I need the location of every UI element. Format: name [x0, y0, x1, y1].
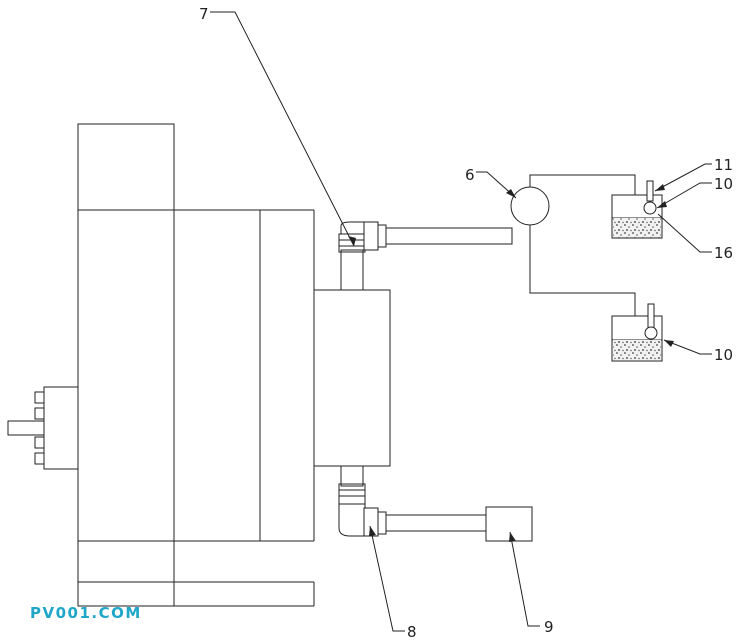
lower-tank: [611, 303, 663, 362]
label-10-upper: 10: [714, 175, 733, 193]
pump-circle: [510, 186, 550, 226]
shaft-flange: [7, 386, 79, 470]
label-16: 16: [714, 244, 733, 262]
pump-tank-pipes: [529, 174, 636, 316]
label-7: 7: [199, 5, 209, 23]
label-11: 11: [714, 156, 733, 174]
label-10-lower: 10: [714, 346, 733, 364]
main-housing: [77, 123, 315, 607]
upper-tank: [611, 180, 663, 239]
lower-elbow-fitting: [338, 465, 487, 537]
leader-lines: [210, 11, 712, 632]
label-8: 8: [407, 623, 417, 640]
upper-elbow-fitting: [338, 221, 513, 291]
label-6: 6: [465, 166, 475, 184]
watermark-text: PV001.COM: [30, 604, 142, 622]
box-part-9: [485, 506, 533, 542]
label-9: 9: [544, 618, 554, 636]
inner-chamber: [313, 289, 391, 467]
